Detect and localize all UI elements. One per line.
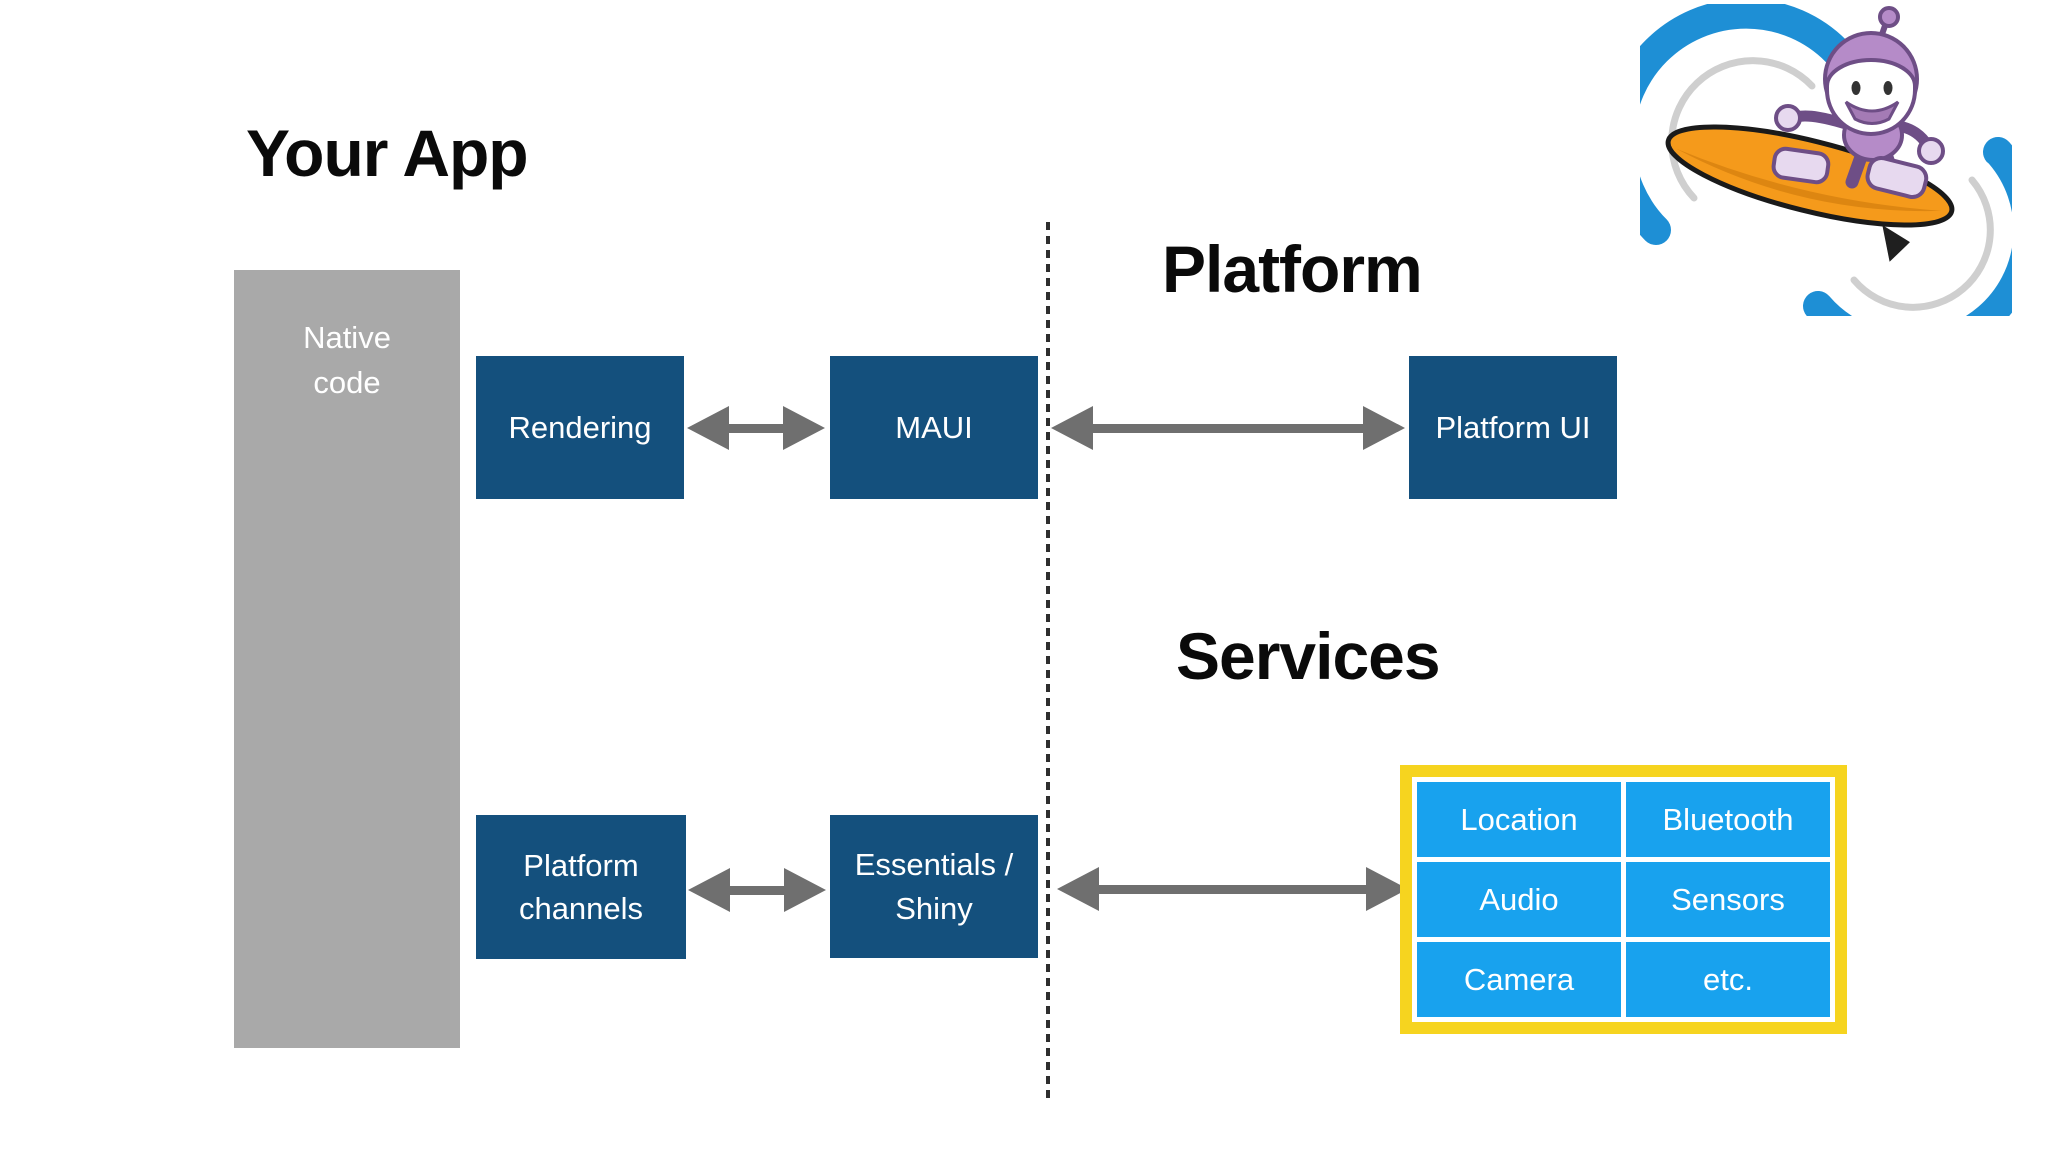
arrow-right-head-icon bbox=[1363, 406, 1405, 450]
platform-channels-box: Platform channels bbox=[476, 815, 686, 959]
services-table: Location Bluetooth Audio Sensors Camera … bbox=[1400, 765, 1847, 1034]
arrow-right-head-icon bbox=[784, 868, 826, 912]
your-app-heading: Your App bbox=[246, 116, 529, 190]
services-heading: Services bbox=[1176, 619, 1441, 693]
arrow-right-head-icon bbox=[783, 406, 825, 450]
app-platform-divider-line bbox=[1046, 222, 1050, 1098]
arrow-rendering-maui bbox=[687, 405, 825, 451]
arrow-shaft bbox=[723, 424, 789, 433]
platform-heading: Platform bbox=[1162, 232, 1423, 306]
arrow-left-head-icon bbox=[688, 868, 730, 912]
service-cell-bluetooth: Bluetooth bbox=[1626, 782, 1830, 857]
surfing-robot-logo bbox=[1640, 4, 2012, 316]
arrow-shaft bbox=[1087, 424, 1369, 433]
arrow-left-head-icon bbox=[1057, 867, 1099, 911]
maui-box: MAUI bbox=[830, 356, 1038, 499]
arrow-maui-platform-ui bbox=[1051, 405, 1405, 451]
rendering-box: Rendering bbox=[476, 356, 684, 499]
arrow-shaft bbox=[1093, 885, 1372, 894]
native-code-label: Native code bbox=[303, 320, 391, 400]
arrow-channels-essentials bbox=[688, 867, 826, 913]
robot bbox=[1771, 6, 1945, 199]
wave-swoosh-top-left bbox=[1640, 4, 1851, 245]
essentials-shiny-label: Essentials / Shiny bbox=[854, 847, 1014, 926]
service-cell-etc: etc. bbox=[1626, 942, 1830, 1017]
arrow-essentials-services bbox=[1057, 866, 1408, 912]
service-cell-sensors: Sensors bbox=[1626, 862, 1830, 937]
arrow-left-head-icon bbox=[687, 406, 729, 450]
rendering-label: Rendering bbox=[508, 409, 652, 445]
arrow-left-head-icon bbox=[1051, 406, 1093, 450]
service-cell-audio: Audio bbox=[1417, 862, 1621, 937]
service-cell-camera: Camera bbox=[1417, 942, 1621, 1017]
maui-label: MAUI bbox=[895, 409, 973, 445]
native-code-box: Native code bbox=[234, 270, 460, 1048]
arrow-shaft bbox=[724, 886, 790, 895]
services-grid: Location Bluetooth Audio Sensors Camera … bbox=[1417, 782, 1830, 1017]
service-cell-location: Location bbox=[1417, 782, 1621, 857]
platform-ui-box: Platform UI bbox=[1409, 356, 1617, 499]
wave-swoosh-bottom-right bbox=[1803, 137, 2012, 316]
essentials-shiny-box: Essentials / Shiny bbox=[830, 815, 1038, 958]
platform-ui-label: Platform UI bbox=[1435, 409, 1591, 445]
platform-channels-label: Platform channels bbox=[518, 847, 644, 926]
